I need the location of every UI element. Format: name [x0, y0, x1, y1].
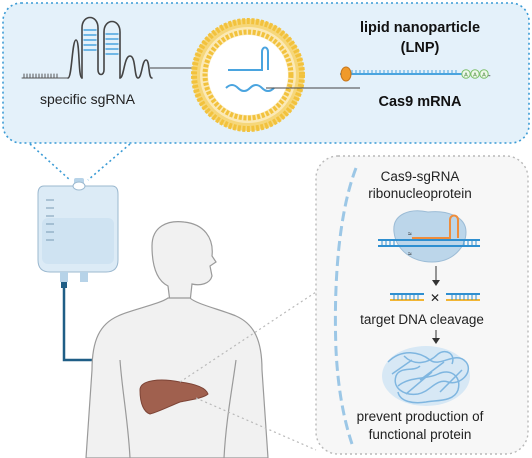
inset-border [315, 155, 529, 455]
polya-bubble [461, 69, 471, 79]
lnp-outer-lipid-heads [191, 18, 305, 132]
iv-bag-fluid [42, 218, 114, 264]
polya-letter: A [464, 73, 468, 79]
arrow-to-cleavage [432, 266, 440, 286]
sgrna-blue-rungs [83, 29, 119, 55]
rnp-inset-panel [315, 155, 529, 455]
liver-to-inset-connector [179, 291, 317, 451]
polya-letter: A [482, 73, 486, 79]
panel-to-bag-connector [29, 143, 131, 181]
rnp-dna-rungs [381, 240, 477, 246]
outcome-label-line1: prevent production of [357, 409, 484, 424]
lnp-sgrna-cargo [228, 46, 269, 71]
iv-bag-icon [37, 178, 119, 362]
human-body [85, 297, 269, 458]
connector-left [29, 143, 71, 181]
lnp-inner-lipid-heads [202, 29, 294, 121]
cleavage-label: target DNA cleavage [360, 312, 484, 327]
mrna-5prime-cap [340, 66, 352, 82]
rnp-sgrna-guide [412, 214, 459, 239]
human-arm-left-line [119, 359, 131, 458]
human-torso-icon [85, 221, 269, 458]
outcome-label-line2: functional protein [369, 427, 472, 442]
polya-letter: A [473, 73, 477, 79]
rnp-label-line1: Cas9-sgRNA [381, 169, 460, 184]
sgrna-ladder [21, 73, 69, 79]
lnp-label-line1: lipid nanoparticle [360, 20, 480, 36]
rnp-cut-mark-bottom: ≈ [408, 251, 412, 258]
iv-bag-port-left [60, 272, 68, 282]
sgrna-icon [21, 16, 153, 79]
cell-membrane-curve [333, 167, 358, 445]
human-arm-right-line [223, 359, 237, 458]
iv-bag-scale [46, 199, 54, 241]
cleaved-dna-icon: ✕ [390, 291, 480, 305]
misfolded-protein-icon [382, 346, 470, 406]
cas9-protein-blob [393, 210, 467, 263]
sgrna-loops [67, 16, 153, 79]
connector-right [87, 143, 131, 181]
sgrna-label: specific sgRNA [40, 91, 136, 107]
rnp-cut-mark-top: ≈ [408, 231, 412, 238]
ribonucleoprotein-icon: ≈ ≈ [378, 210, 480, 263]
protein-fold-4 [391, 359, 463, 395]
human-head [151, 221, 217, 303]
cleaved-dna-right [446, 293, 480, 301]
cleavage-x-icon: ✕ [430, 291, 440, 305]
cleaved-dna-left [390, 293, 424, 301]
mrna-end-tick: - [488, 71, 491, 80]
connector-upper [179, 291, 317, 383]
arrow-to-protein [432, 330, 440, 344]
mrna-ticks [351, 70, 457, 74]
polya-bubble [479, 69, 489, 79]
polya-bubble [470, 69, 480, 79]
iv-bag-connector [61, 282, 67, 288]
protein-fold-3 [403, 350, 454, 365]
lipid-nanoparticle-icon [191, 18, 305, 132]
iv-bag-hole [72, 181, 86, 191]
iv-bag-port-right [80, 272, 88, 282]
connector-lower [195, 397, 317, 451]
lnp-label-line2: (LNP) [401, 40, 440, 56]
lnp-mrna-cargo [225, 84, 275, 92]
rnp-label-line2: ribonucleoprotein [368, 186, 472, 201]
cas9-mrna-label: Cas9 mRNA [379, 94, 463, 110]
lnp-core [208, 35, 288, 115]
